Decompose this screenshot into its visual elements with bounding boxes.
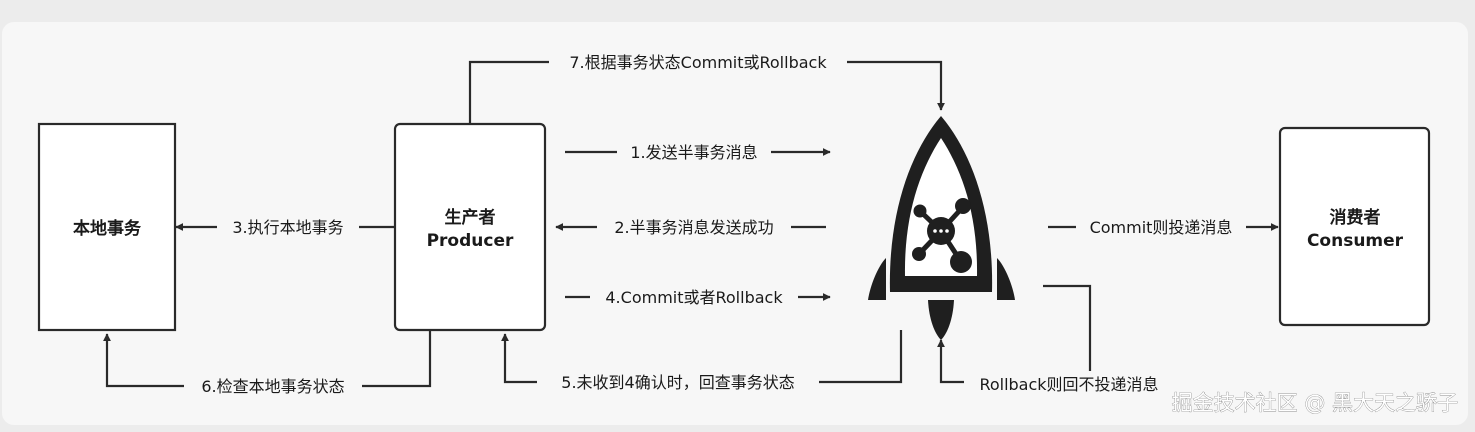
- edge-3-label: 3.执行本地事务: [232, 218, 343, 237]
- local-transaction-label: 本地事务: [73, 218, 142, 239]
- edge-1-label: 1.发送半事务消息: [630, 143, 757, 162]
- producer-label-cn: 生产者: [445, 207, 496, 228]
- edge-rollback-label: Rollback则回不投递消息: [979, 375, 1158, 394]
- edge-7-label: 7.根据事务状态Commit或Rollback: [569, 53, 827, 72]
- rocket-icon: [868, 116, 1015, 340]
- edge-rollback-line: [937, 284, 1092, 384]
- watermark: 掘金技术社区 @ 黑大天之骄子: [1172, 391, 1458, 415]
- edge-commit-label: Commit则投递消息: [1090, 218, 1233, 237]
- consumer-box: [1278, 126, 1431, 327]
- local-transaction-box: [37, 122, 177, 332]
- consumer-label-en: Consumer: [1307, 231, 1404, 251]
- consumer-label-cn: 消费者: [1330, 207, 1381, 228]
- edge-4-label: 4.Commit或者Rollback: [605, 288, 783, 307]
- edge-6-label: 6.检查本地事务状态: [201, 377, 344, 396]
- producer-label-en: Producer: [427, 231, 514, 251]
- edge-2-label: 2.半事务消息发送成功: [614, 218, 773, 237]
- edge-5-label: 5.未收到4确认时，回查事务状态: [561, 373, 794, 392]
